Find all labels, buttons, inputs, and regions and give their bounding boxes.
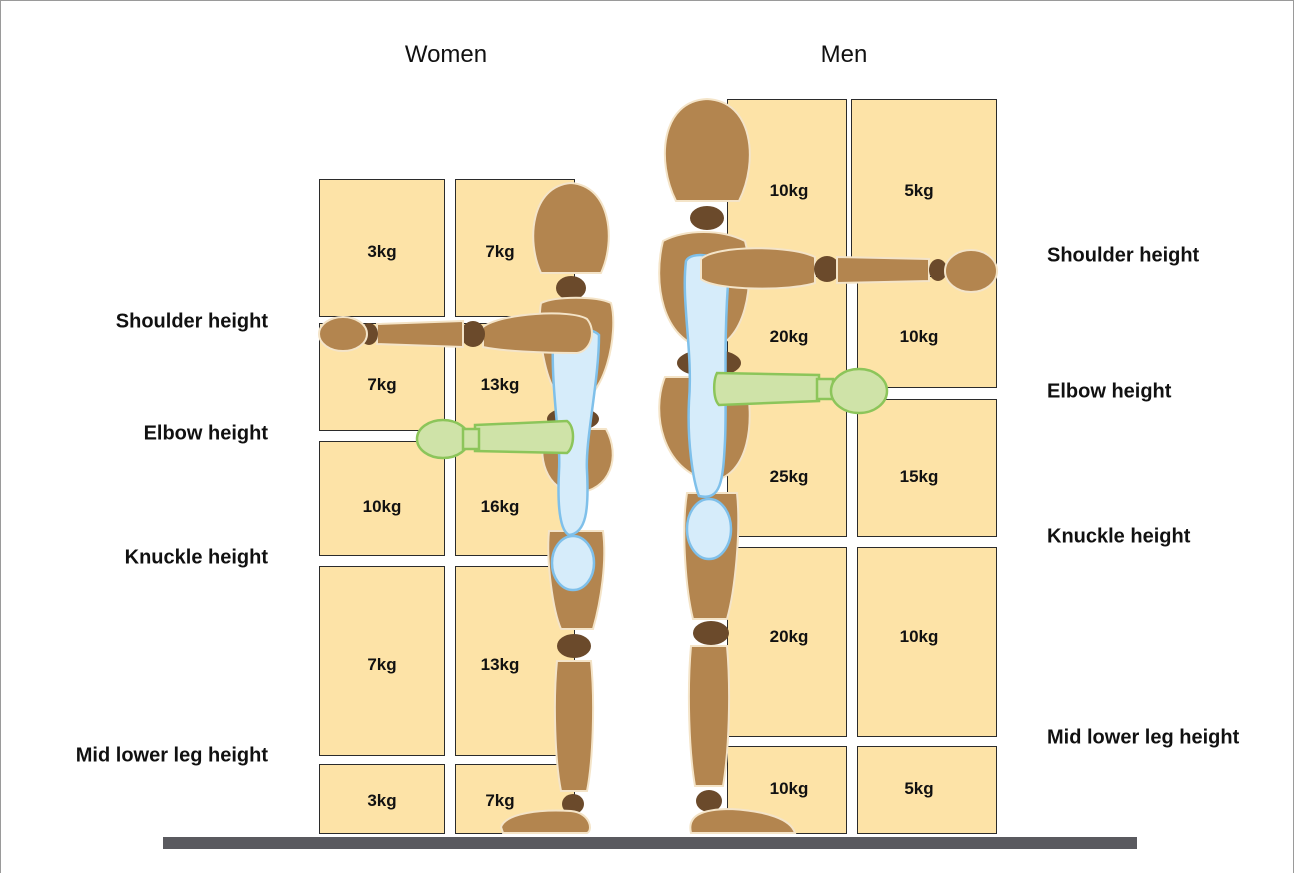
women-weight-close-knuckle-zone: 10kg [363, 497, 402, 517]
man-forearm [837, 257, 929, 283]
men-weight-close-shoulder-zone: 10kg [770, 181, 809, 201]
man-hand [945, 250, 997, 292]
women-weight-far-knuckle-zone: 16kg [481, 497, 520, 517]
woman-hand-highlight [552, 536, 594, 590]
woman-upper-arm [483, 313, 592, 353]
women-weight-far-lower-leg-zone: 13kg [481, 655, 520, 675]
men-weight-far-lower-leg-zone: 10kg [900, 627, 939, 647]
women-weight-far-floor-zone: 7kg [485, 791, 514, 811]
woman-head [533, 183, 609, 273]
women-weight-close-floor-zone: 3kg [367, 791, 396, 811]
men-weight-close-knuckle-zone: 25kg [770, 467, 809, 487]
man-green-forearm [714, 373, 819, 405]
man-neck-joint [690, 206, 724, 230]
woman-green-wrist [463, 429, 479, 449]
woman-elbow-joint [461, 321, 485, 347]
women-weight-close-shoulder-zone: 3kg [367, 242, 396, 262]
men-weight-close-lower-leg-zone: 20kg [770, 627, 809, 647]
woman-green-forearm [475, 421, 573, 453]
men-weight-far-shoulder-zone: 5kg [904, 181, 933, 201]
women-weight-far-shoulder-zone: 7kg [485, 242, 514, 262]
man-head [665, 99, 750, 201]
men-weight-far-floor-zone: 5kg [904, 779, 933, 799]
man-knee-joint [693, 621, 729, 645]
man-upper-arm [701, 248, 815, 288]
man-hand-highlight [687, 499, 731, 559]
woman-green-hand [417, 420, 469, 458]
men-weight-close-floor-zone: 10kg [770, 779, 809, 799]
woman-hand [319, 317, 367, 351]
man-shin [689, 646, 729, 786]
man-foot [690, 809, 795, 833]
woman-neck-joint [556, 276, 586, 300]
man-green-hand [831, 369, 887, 413]
woman-foot [501, 811, 590, 833]
women-weight-far-elbow-zone: 13kg [481, 375, 520, 395]
woman-knee-joint [557, 634, 591, 658]
woman-shin [555, 661, 593, 791]
men-weight-far-knuckle-zone: 15kg [900, 467, 939, 487]
men-weight-far-elbow-zone: 10kg [900, 327, 939, 347]
woman-forearm [377, 321, 463, 347]
man-mannequin [659, 99, 997, 833]
women-weight-close-lower-leg-zone: 7kg [367, 655, 396, 675]
men-weight-close-elbow-zone: 20kg [770, 327, 809, 347]
women-weight-close-elbow-zone: 7kg [367, 375, 396, 395]
